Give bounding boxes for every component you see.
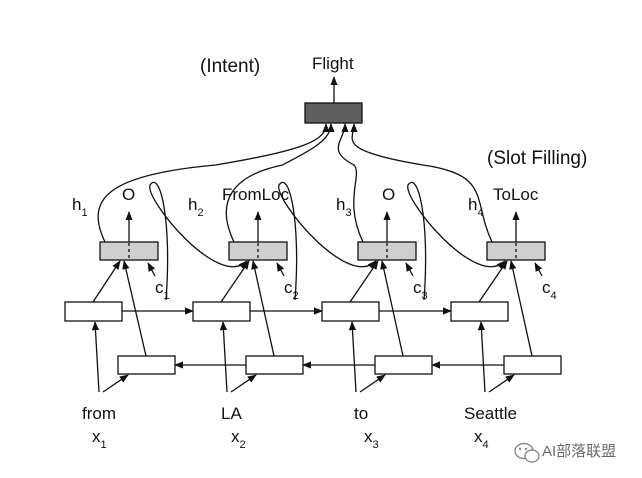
input-word: to (354, 404, 368, 423)
backward-rnn-cell (374, 355, 433, 375)
context-arrow (276, 262, 285, 277)
context-label: c4 (542, 278, 557, 302)
forward-rnn-cell (64, 301, 123, 322)
to-intent-curve (97, 123, 330, 243)
intent-box (304, 102, 363, 124)
slot-filling-label: (Slot Filling) (487, 148, 587, 169)
state-feedback-curve (149, 181, 248, 301)
recurrent-connections (122, 307, 504, 369)
watermark: AI部落联盟 (514, 442, 616, 463)
slot-label: ToLoc (493, 185, 539, 204)
context-arrow (534, 262, 543, 277)
to-intent-curve (225, 123, 335, 243)
state-feedback-curve (407, 181, 506, 301)
backward-rnn-cell (117, 355, 176, 375)
hidden-state-label: h2 (188, 195, 204, 219)
context-arrow (147, 262, 156, 277)
forward-to-decoder-arrow (220, 260, 250, 303)
slot-label: FromLoc (222, 185, 290, 204)
to-intent-curve (337, 123, 364, 243)
backward-to-decoder-arrow (251, 260, 275, 357)
state-feedback-curve (278, 181, 377, 301)
slot-label: O (382, 185, 395, 204)
hidden-state-label: h1 (72, 195, 88, 219)
input-to-forward-arrow (91, 321, 100, 393)
wechat-chat-icon (514, 442, 540, 463)
input-token-label: x3 (364, 427, 379, 451)
to-intent-curve (350, 123, 493, 243)
hidden-state-label: h4 (468, 195, 484, 219)
input-to-backward-arrow (102, 374, 129, 393)
slot-label: O (122, 185, 135, 204)
backward-rnn-cell (503, 355, 562, 375)
input-to-forward-arrow (219, 321, 228, 393)
backward-to-decoder-arrow (122, 260, 147, 357)
hidden-state-label: h3 (336, 195, 352, 219)
input-token-label: x4 (474, 427, 489, 451)
input-word: Seattle (464, 404, 517, 423)
input-to-forward-arrow (477, 321, 486, 393)
input-to-backward-arrow (488, 374, 515, 393)
forward-to-decoder-arrow (92, 260, 121, 303)
input-word: LA (221, 404, 242, 423)
backward-rnn-cell (245, 355, 304, 375)
forward-rnn-cell (450, 301, 509, 322)
input-token-label: x2 (231, 427, 246, 451)
backward-to-decoder-arrow (509, 260, 533, 357)
forward-to-decoder-arrow (349, 260, 379, 303)
forward-rnn-cell (321, 301, 380, 322)
input-to-backward-arrow (359, 374, 386, 393)
intent-output-label: Flight (312, 54, 354, 73)
watermark-text: AI部落联盟 (542, 443, 616, 460)
input-word: from (82, 404, 116, 423)
input-to-forward-arrow (348, 321, 357, 393)
backward-to-decoder-arrow (380, 260, 404, 357)
intent-label: (Intent) (200, 56, 260, 77)
context-arrow (405, 262, 414, 277)
forward-to-decoder-arrow (478, 260, 508, 303)
forward-rnn-cell (192, 301, 251, 322)
input-token-label: x1 (92, 427, 107, 451)
input-to-backward-arrow (230, 374, 257, 393)
